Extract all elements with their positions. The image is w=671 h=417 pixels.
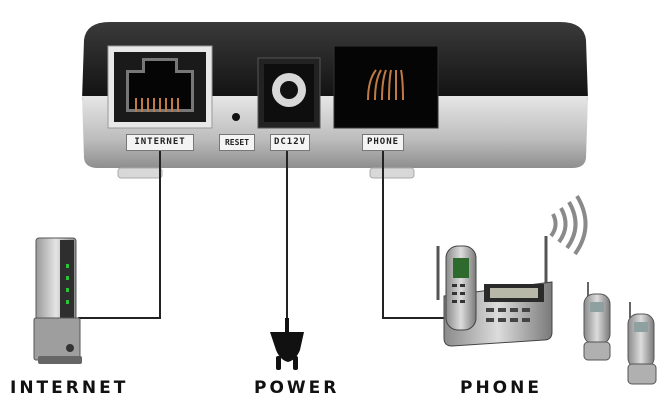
caption-power: POWER	[254, 378, 340, 398]
power-jack-icon[interactable]	[257, 57, 321, 129]
port-label-phone: PHONE	[362, 134, 404, 151]
phone-jack-icon[interactable]	[333, 45, 439, 129]
base-phone-icon	[436, 236, 553, 347]
handset-icon	[627, 302, 657, 385]
handset-icon	[583, 282, 611, 361]
port-label-internet: INTERNET	[126, 134, 194, 151]
modem-icon	[33, 237, 82, 364]
internet-cable	[78, 150, 161, 319]
power-plug-icon	[270, 318, 304, 370]
caption-internet: INTERNET	[10, 378, 129, 398]
ethernet-port-icon[interactable]	[107, 45, 213, 129]
phone-cable	[382, 150, 446, 319]
port-label-power: DC12V	[270, 134, 310, 151]
port-label-reset: RESET	[219, 134, 255, 151]
reset-button-icon[interactable]	[232, 113, 240, 121]
cables	[78, 150, 446, 319]
wireless-signal-icon	[549, 194, 588, 256]
caption-phone: PHONE	[460, 378, 542, 398]
